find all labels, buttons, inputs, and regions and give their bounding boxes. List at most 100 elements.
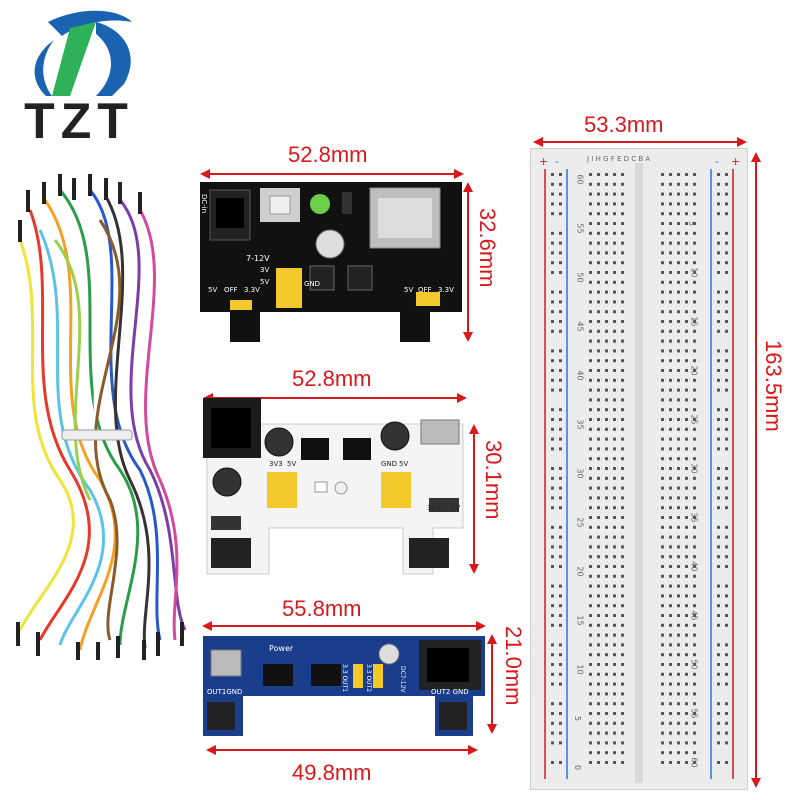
header-5v-label: 5V	[260, 278, 270, 286]
regulator-1	[263, 664, 293, 686]
right-switch-off: OFF	[418, 286, 432, 294]
tzt-logo-icon	[34, 10, 132, 96]
row-number: 10	[689, 267, 699, 278]
brand-name: TZT	[24, 93, 134, 149]
row-number: 35	[689, 512, 699, 523]
row-number: 15	[575, 615, 585, 626]
plus-label-right: +	[731, 155, 741, 168]
tzt-logo: TZT	[0, 0, 160, 160]
row-number: 45	[689, 610, 699, 621]
module3-bottom-width-arrow	[206, 745, 478, 755]
module3-top-width-arrow	[202, 621, 486, 631]
regulator-2	[311, 664, 341, 686]
row-number: 30	[575, 468, 585, 479]
wire-pins	[16, 174, 184, 660]
row-number: 25	[575, 517, 585, 528]
power-led	[310, 194, 330, 214]
capacitor-1	[264, 427, 294, 457]
regulator-1	[309, 265, 335, 291]
row-number: 50	[689, 659, 699, 670]
center-divider	[635, 163, 643, 783]
right-switch-3v3: 3.3V	[438, 286, 454, 294]
jumper-1	[353, 664, 363, 688]
header-left	[276, 268, 302, 308]
module2-width-label: 52.8mm	[292, 366, 372, 391]
capacitor	[315, 229, 345, 259]
right-switch-5v: 5V	[404, 286, 414, 294]
breadboard-holes	[544, 163, 734, 783]
row-number: 5	[687, 220, 697, 227]
module2-board-graphic	[203, 398, 464, 575]
mod2-label-3v3-b: 3V3	[427, 504, 441, 512]
wires-group	[18, 189, 187, 651]
row-number: 20	[689, 365, 699, 376]
column-letters-top: J I H G F E D C B A	[587, 155, 651, 163]
breadboard-width-arrow	[533, 137, 747, 147]
row-number: 5	[573, 715, 583, 722]
module2-board: 3V3 5V GND 5V 3V3 5V	[203, 398, 467, 578]
module3-height-label: 21.0mm	[501, 626, 526, 706]
row-number: 50	[575, 272, 585, 283]
pin-header-left	[207, 702, 235, 730]
minus-label-right: -	[715, 155, 719, 168]
header-right	[381, 472, 411, 508]
header-left	[267, 472, 297, 508]
module3-bottom-width-label: 49.8mm	[292, 760, 372, 785]
breadboard-height-label: 163.5mm	[761, 340, 786, 432]
voltage-label: 7-12V	[246, 254, 270, 263]
header-gnd-label: GND	[304, 280, 321, 288]
breadboard-width-label: 53.3mm	[584, 112, 664, 137]
breadboard-height-arrow	[751, 152, 761, 788]
jumper-2	[373, 664, 383, 688]
capacitor	[378, 643, 400, 665]
row-number: 15	[689, 316, 699, 327]
minus-label-left: -	[555, 155, 559, 168]
module3-board: Power OUT1GND OUT2 GND 3.3 OUT1 3.3 OUT2…	[203, 636, 485, 736]
row-number: 60	[689, 757, 699, 768]
header-3v-label: 3V	[260, 266, 270, 274]
row-number: 55	[689, 708, 699, 719]
row-number: 40	[575, 370, 585, 381]
module1-board-graphic	[200, 182, 462, 342]
led	[314, 481, 328, 493]
module2-height-arrow	[469, 424, 479, 574]
mod2-label-5v-b: 5V	[399, 460, 409, 468]
dc-in-label: DC-in	[200, 194, 208, 214]
mod2-label-5v-c: 5V	[451, 504, 461, 512]
pin-header-right	[409, 538, 449, 568]
regulator-2	[347, 265, 373, 291]
mod2-label-3v3-a: 3V3	[269, 460, 283, 468]
left-switch-5v: 5V	[208, 286, 218, 294]
out1-label: OUT1GND	[207, 688, 243, 696]
pin-header-left	[211, 538, 251, 568]
regulator-1	[301, 438, 329, 460]
mid-label-1: 3.3 OUT1	[341, 664, 348, 693]
capacitor-2	[380, 421, 410, 451]
header-right	[416, 292, 440, 306]
row-number: 60	[575, 174, 585, 185]
module1-width-label: 52.8mm	[288, 142, 368, 167]
module3-height-arrow	[487, 634, 497, 734]
capacitor-3	[212, 467, 242, 497]
jumper-wires-bundle	[16, 174, 187, 660]
hole-grid	[551, 173, 728, 764]
mod2-label-5v-a: 5V	[287, 460, 297, 468]
row-number: 40	[689, 561, 699, 572]
row-number: 55	[575, 223, 585, 234]
left-switch-off: OFF	[224, 286, 238, 294]
module1-height-label: 32.6mm	[475, 208, 500, 288]
slide-switch-left	[211, 516, 241, 530]
mid-label-2: 3.3 OUT2	[365, 664, 372, 693]
pin-header-right	[439, 702, 467, 730]
module1-height-arrow	[463, 182, 473, 342]
out2-label: OUT2 GND	[431, 688, 469, 696]
row-number: 25	[689, 414, 699, 425]
jumper-left	[230, 300, 252, 310]
regulator-2	[343, 438, 371, 460]
module2-height-label: 30.1mm	[481, 440, 506, 520]
usb-mini	[210, 649, 242, 677]
slide-switch-right	[429, 498, 459, 512]
module1-width-arrow	[200, 169, 464, 179]
